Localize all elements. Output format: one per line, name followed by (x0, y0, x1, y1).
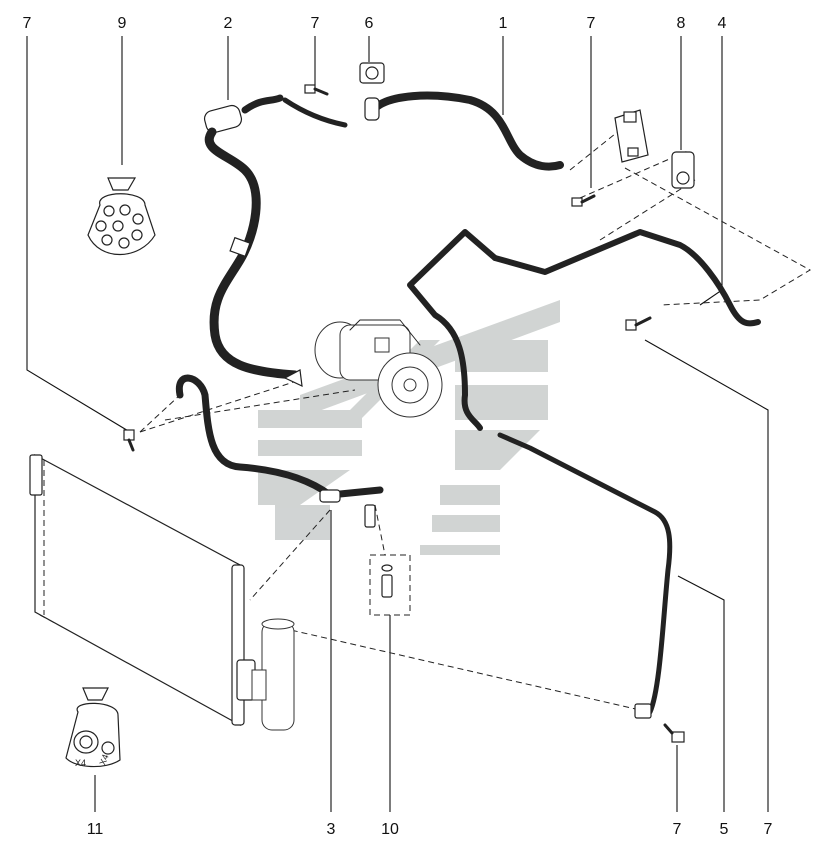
callout-7-top-mid: 7 (311, 15, 320, 32)
bolt-7-bottom (663, 723, 685, 743)
receiver-drier (251, 618, 295, 731)
bolt-7-top-mid (304, 84, 329, 96)
bracket-8 (671, 151, 695, 189)
callout-6: 6 (365, 15, 374, 32)
callout-10: 10 (381, 821, 399, 838)
bolt-7-right (625, 316, 652, 331)
callout-7-top-left: 7 (23, 15, 32, 32)
o-ring-kit-9 (87, 177, 156, 256)
callout-7-bottom-right: 7 (764, 821, 773, 838)
hose-2 (203, 94, 348, 380)
kit-quantity-label-a: X4 (75, 758, 86, 768)
bolt-7-top-right (571, 194, 596, 207)
service-valve-10 (364, 504, 393, 598)
callout-3: 3 (327, 821, 336, 838)
callout-2: 2 (224, 15, 233, 32)
hose-3 (175, 374, 384, 503)
kit-quantity-label-b: X4 (97, 753, 110, 767)
callout-7-bottom-mid: 7 (673, 821, 682, 838)
hose-1 (364, 91, 564, 171)
condenser (29, 453, 256, 727)
callout-9: 9 (118, 15, 127, 32)
callout-7-top-right: 7 (587, 15, 596, 32)
callout-1: 1 (499, 15, 508, 32)
callout-4: 4 (718, 15, 727, 32)
callout-11: 11 (87, 821, 104, 838)
compressor (314, 319, 443, 418)
callout-8: 8 (677, 15, 686, 32)
bolt-7-left (123, 429, 135, 452)
pipe-4 (407, 229, 761, 431)
pipe-5 (497, 432, 673, 719)
callout-5: 5 (720, 821, 729, 838)
seal-kit-11: X4 X4 (65, 687, 121, 768)
hose-fitting (283, 369, 303, 388)
expansion-valve (614, 109, 649, 163)
bracket-6 (359, 62, 385, 84)
